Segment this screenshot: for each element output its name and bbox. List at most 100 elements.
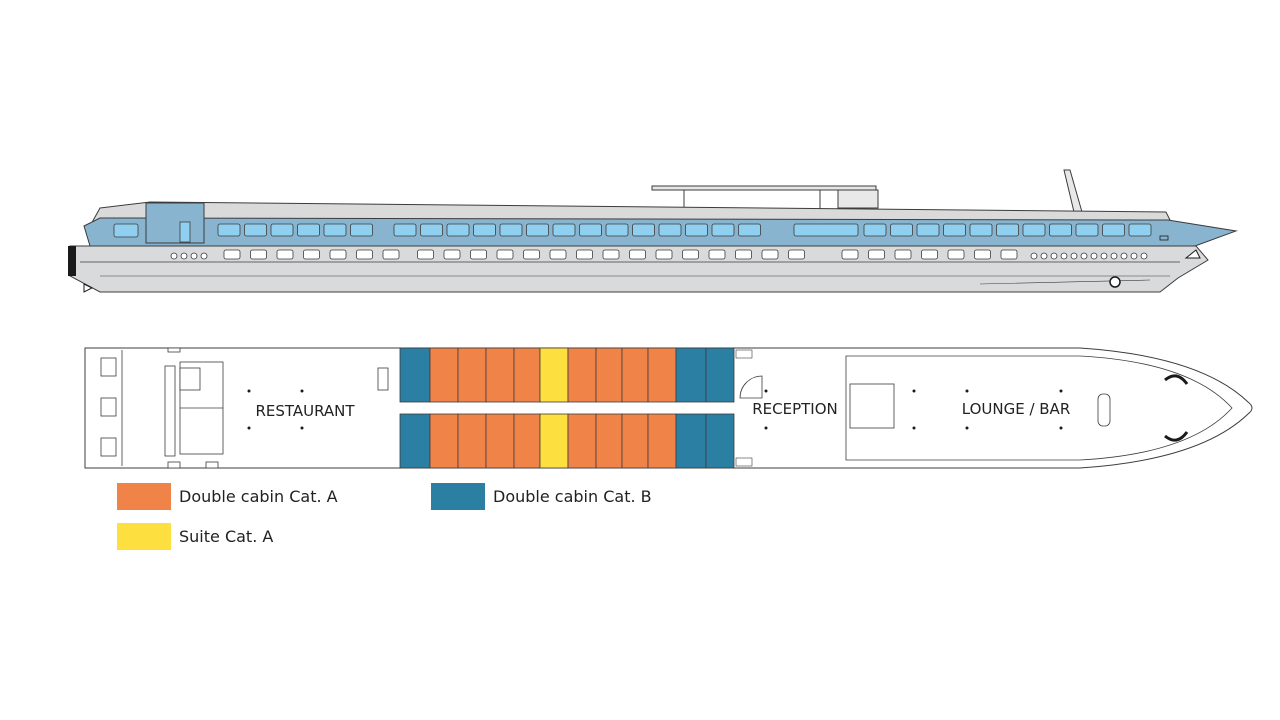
cabin-window: [629, 249, 646, 260]
window: [1102, 223, 1125, 237]
legend-swatch: [117, 523, 171, 550]
porthole: [1040, 252, 1048, 260]
cabin-window: [841, 249, 859, 260]
window: [446, 223, 470, 237]
window: [943, 223, 966, 237]
legend-label: Suite Cat. A: [179, 527, 274, 546]
cabin-double-cabin-a: [647, 413, 677, 469]
panorama-window: [793, 223, 859, 237]
cabin-double-cabin-a: [485, 413, 515, 469]
upper-window-row: [217, 223, 1152, 237]
pillar-dot: [764, 389, 768, 393]
flag-icon: [1184, 249, 1201, 259]
cabin-double-cabin-a: [567, 413, 597, 469]
cabin-window: [655, 249, 673, 260]
window: [1075, 223, 1099, 237]
porthole: [1100, 252, 1108, 260]
cabin-window: [470, 249, 487, 260]
window: [1022, 223, 1046, 237]
cabin-suite-a: [539, 347, 569, 403]
propeller-icon: [83, 283, 94, 293]
window: [605, 223, 629, 237]
cabin-window: [761, 249, 779, 260]
pillar-dot: [965, 389, 969, 393]
pillar-dot: [300, 426, 304, 430]
pillar-dots: [247, 389, 1063, 430]
cabin-window: [496, 249, 514, 260]
cabin-window: [947, 249, 965, 260]
cabin-double-cabin-a: [457, 413, 487, 469]
porthole: [1140, 252, 1148, 260]
window: [393, 223, 417, 237]
spiral-staircase-icon: [739, 375, 763, 399]
cabin-window: [682, 249, 699, 260]
legend-double-cabin-b: Double cabin Cat. B: [431, 483, 652, 510]
cabin-double-cabin-a: [485, 347, 515, 403]
pillar-dot: [247, 389, 251, 393]
cabin-window: [443, 249, 461, 260]
cabin-double-cabin-a: [567, 347, 597, 403]
window: [420, 223, 443, 237]
cabin-window: [549, 249, 567, 260]
window: [244, 223, 267, 237]
restaurant-stairs-icon: [377, 367, 389, 391]
cabin-row-starboard: [399, 413, 735, 469]
pillar-dot: [1059, 426, 1063, 430]
window: [996, 223, 1019, 237]
window: [552, 223, 576, 237]
porthole: [1080, 252, 1088, 260]
cabin-double-cabin-a: [595, 347, 623, 403]
cabin-window: [303, 249, 320, 260]
window: [217, 223, 241, 237]
cabin-window: [329, 249, 347, 260]
deck-outline: [84, 347, 1253, 469]
pillar-dot: [965, 426, 969, 430]
legend-swatch: [431, 483, 485, 510]
deck-plan: RESTAURANT RECEPTION LOUNGE / BAR: [84, 347, 1253, 469]
cabin-double-cabin-b: [399, 413, 431, 469]
cabin-window: [735, 249, 752, 260]
cabin-double-cabin-a: [513, 347, 541, 403]
porthole: [1030, 252, 1038, 260]
porthole: [200, 252, 208, 260]
porthole: [170, 252, 178, 260]
porthole: [1110, 252, 1118, 260]
aft-tower: [145, 202, 205, 244]
window: [1128, 223, 1152, 237]
cabin-double-cabin-a: [621, 347, 649, 403]
window: [658, 223, 682, 237]
bar-icon: [1097, 393, 1111, 427]
window: [969, 223, 993, 237]
ship-side-view: [68, 169, 1238, 293]
cabin-window: [788, 249, 805, 260]
porthole: [180, 252, 188, 260]
porthole: [1070, 252, 1078, 260]
porthole: [190, 252, 198, 260]
cabin-row-port: [399, 347, 735, 403]
cabin-double-cabin-b: [705, 413, 735, 469]
window: [685, 223, 708, 237]
cabin-window: [223, 249, 241, 260]
cabin-window: [1000, 249, 1018, 260]
porthole: [1130, 252, 1138, 260]
window: [473, 223, 496, 237]
pillar-dot: [300, 389, 304, 393]
cabin-window: [868, 249, 885, 260]
window: [632, 223, 655, 237]
window: [890, 223, 913, 237]
room-restaurant: RESTAURANT: [255, 402, 355, 420]
porthole-row: [170, 252, 1148, 260]
sun-deck-canopy: [651, 185, 877, 191]
window: [270, 223, 294, 237]
mast: [1063, 169, 1083, 213]
cabin-double-cabin-b: [675, 347, 707, 403]
window: [297, 223, 320, 237]
cabin-double-cabin-a: [457, 347, 487, 403]
cabin-window: [921, 249, 938, 260]
window: [1049, 223, 1072, 237]
lounge-pillar: [849, 383, 895, 429]
window: [323, 223, 347, 237]
lower-window-row: [223, 249, 1018, 260]
window: [863, 223, 887, 237]
cabin-double-cabin-a: [647, 347, 677, 403]
